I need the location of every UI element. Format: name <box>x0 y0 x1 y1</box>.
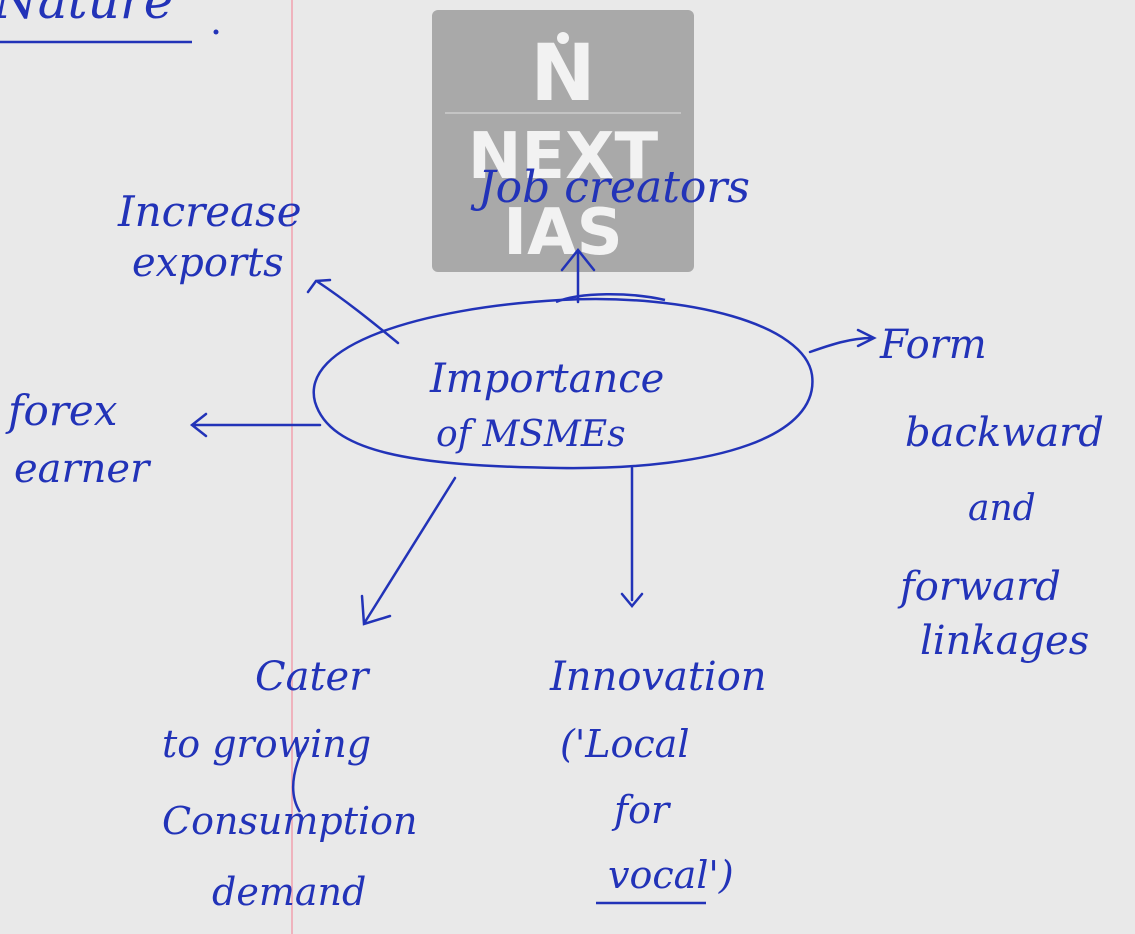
node-linkages-line5: linkages <box>920 618 1089 664</box>
center-line2: of MSMEs <box>436 414 626 455</box>
logo-rule <box>445 112 681 114</box>
logo-line2: IAS <box>503 196 622 270</box>
center-oval <box>312 297 814 470</box>
logo-dot <box>557 32 569 44</box>
node-innovation-line1: Innovation <box>549 654 767 700</box>
node-linkages-line4: forward <box>897 564 1061 610</box>
cater-stroke <box>292 739 310 813</box>
node-innovation-line3: for <box>611 788 672 832</box>
logo-line1: NEXT <box>468 120 659 194</box>
arrow-exports <box>306 278 400 345</box>
node-cater-line3: Consumption <box>162 799 418 843</box>
node-job-creators: Job creators <box>470 162 750 213</box>
header-fragment: Nature <box>0 0 173 30</box>
header-dot <box>213 29 219 35</box>
node-innovation-line2: ('Local <box>560 722 689 766</box>
arrow-forex <box>189 412 322 438</box>
node-forex-line1: forex <box>5 386 118 435</box>
arrow-innovation <box>620 466 644 608</box>
node-linkages-line1: Form <box>879 322 987 368</box>
center-line1: Importance <box>429 356 664 402</box>
arrow-linkages <box>808 328 877 354</box>
logo-background <box>432 10 694 272</box>
node-innovation-line4: vocal') <box>608 853 734 897</box>
node-exports-line2: exports <box>132 240 284 286</box>
node-cater-line1: Cater <box>255 654 371 700</box>
arrow-job <box>560 247 596 304</box>
node-forex-line2: earner <box>14 446 152 492</box>
node-linkages-line3: and <box>968 488 1036 529</box>
node-exports-line1: Increase <box>117 187 302 236</box>
nextias-logo: N NEXT IAS <box>432 10 694 272</box>
oval-top-stroke <box>555 292 666 304</box>
node-linkages-line2: backward <box>905 410 1104 456</box>
node-cater-line4: demand <box>212 870 366 914</box>
node-cater-line2: to growing <box>162 722 371 766</box>
arrow-cater <box>360 476 457 626</box>
margin-line <box>291 0 293 934</box>
